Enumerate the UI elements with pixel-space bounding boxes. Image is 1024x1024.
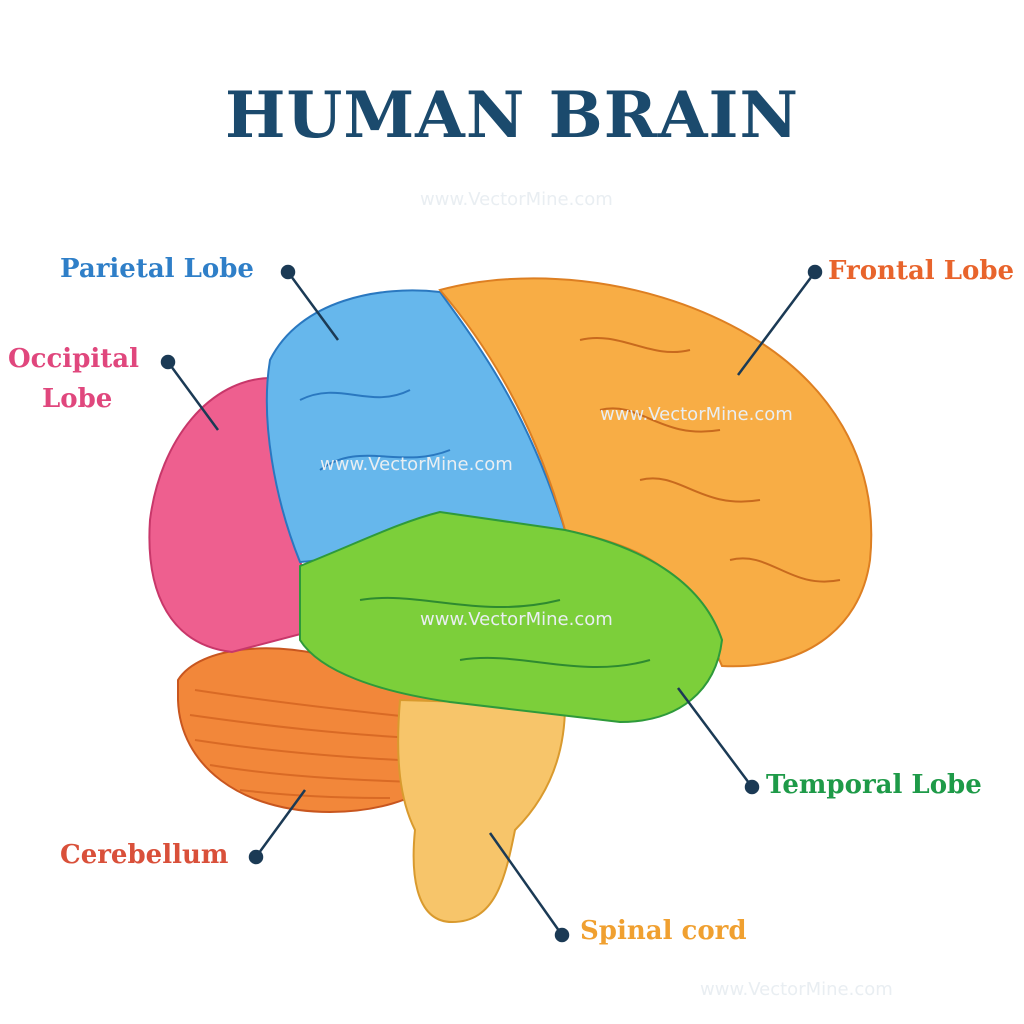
svg-text:www.VectorMine.com: www.VectorMine.com — [600, 404, 793, 425]
frontal-folds — [579, 336, 841, 583]
spinal-cord-region — [397, 698, 567, 924]
parietal-folds — [299, 389, 451, 471]
svg-text:www.VectorMine.com: www.VectorMine.com — [320, 454, 513, 475]
label-occipital-lobe-line2: Lobe — [42, 384, 113, 414]
leader-lines — [160, 264, 823, 943]
label-frontal-lobe: Frontal Lobe — [828, 256, 1015, 286]
temporal-lobe-region — [299, 510, 724, 724]
watermarks: www.VectorMine.com www.VectorMine.com ww… — [320, 189, 893, 1000]
svg-text:www.VectorMine.com: www.VectorMine.com — [420, 609, 613, 630]
temporal-folds — [359, 596, 651, 669]
label-temporal-lobe: Temporal Lobe — [766, 770, 982, 800]
frontal-lobe-region — [438, 277, 873, 668]
label-cerebellum: Cerebellum — [60, 840, 229, 870]
label-occipital-lobe-line1: Occipital — [8, 344, 139, 374]
label-parietal-lobe: Parietal Lobe — [60, 254, 254, 284]
page-title: HUMAN BRAIN — [225, 78, 799, 153]
label-spinal-cord: Spinal cord — [580, 916, 747, 946]
svg-text:www.VectorMine.com: www.VectorMine.com — [420, 189, 613, 210]
svg-text:www.VectorMine.com: www.VectorMine.com — [700, 979, 893, 1000]
